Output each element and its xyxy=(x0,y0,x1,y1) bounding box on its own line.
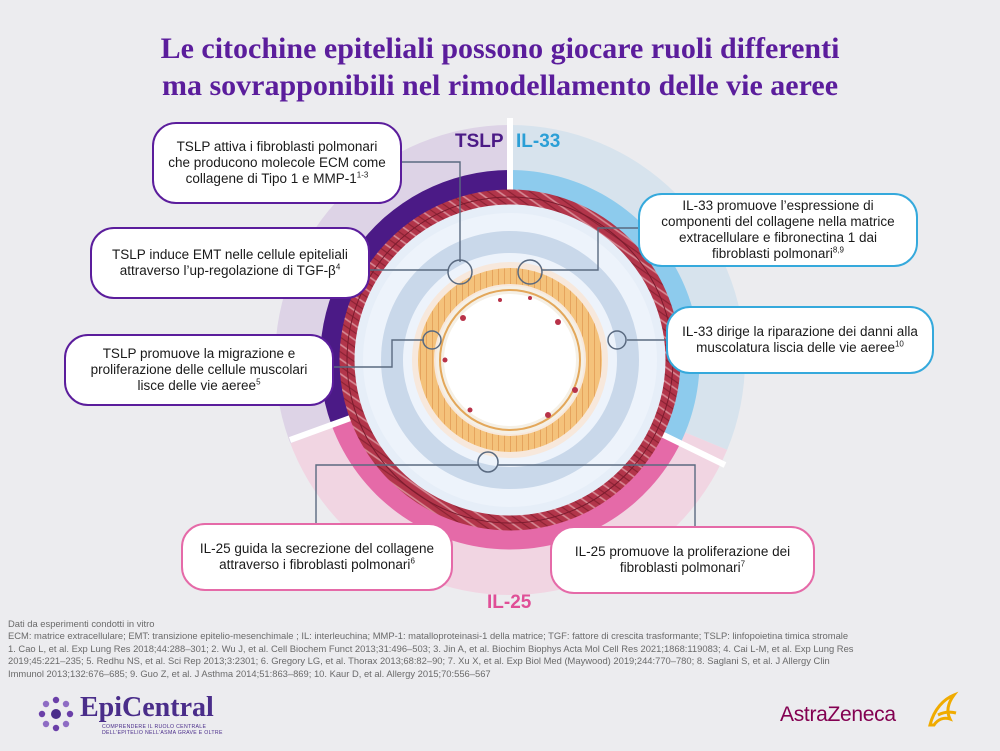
epicentral-tagline: COMPRENDERE IL RUOLO CENTRALE DELL'EPITE… xyxy=(102,724,223,736)
il25-label: IL-25 xyxy=(487,592,532,613)
callout-tslp-fibroblasts: TSLP attiva i fibroblasti polmonari che … xyxy=(152,122,402,204)
tslp-label: TSLP xyxy=(455,131,504,152)
footnotes: Dati da esperimenti condotti in vitro EC… xyxy=(8,618,993,680)
cell-markers xyxy=(442,296,578,418)
callout-il33-collagen: IL-33 promuove l’espressione di componen… xyxy=(638,193,918,267)
callout-tslp-smooth-muscle: TSLP promuove la migrazione e proliferaz… xyxy=(64,334,334,406)
footnote-line-1: Dati da esperimenti condotti in vitro xyxy=(8,618,155,629)
leader-lines xyxy=(315,161,696,545)
epithelium xyxy=(418,268,602,452)
footnote-line-3: 1. Cao L, et al. Exp Lung Res 2018;44:28… xyxy=(8,642,854,654)
callout-tslp-emt: TSLP induce EMT nelle cellule epiteliali… xyxy=(90,227,370,299)
epicentral-wordmark: EpiCentral xyxy=(80,692,214,723)
il33-label: IL-33 xyxy=(516,131,561,152)
astrazeneca-symbol-icon xyxy=(928,691,959,727)
lumen xyxy=(444,294,576,426)
footnote-line-2: ECM: matrice extracellulare; EMT: transi… xyxy=(8,630,849,642)
page-title: Le citochine epiteliali possono giocare … xyxy=(0,30,1000,104)
epicentral-logo: EpiCentral COMPRENDERE IL RUOLO CENTRALE… xyxy=(36,690,256,742)
airway-cross-section xyxy=(339,189,681,531)
callout-il25-proliferation: IL-25 promuove la proliferazione dei fib… xyxy=(550,526,815,594)
footnote-line-5: Immunol 2013;132:676–685; 9. Guo Z, et a… xyxy=(8,667,491,679)
epicentral-logo-icon xyxy=(38,696,74,732)
footnote-line-4: 2019;45:221–235; 5. Redhu NS, et al. Sci… xyxy=(8,655,830,667)
astrazeneca-wordmark: AstraZeneca xyxy=(780,703,896,726)
callout-il33-repair: IL-33 dirige la riparazione dei danni al… xyxy=(666,306,934,374)
title-line-2: ma sovrapponibili nel rimodellamento del… xyxy=(161,69,839,102)
callout-il25-collagen: IL-25 guida la secrezione del collagene … xyxy=(181,523,453,591)
astrazeneca-logo: AstraZeneca xyxy=(780,691,980,740)
title-line-1: Le citochine epiteliali possono giocare … xyxy=(160,32,840,65)
